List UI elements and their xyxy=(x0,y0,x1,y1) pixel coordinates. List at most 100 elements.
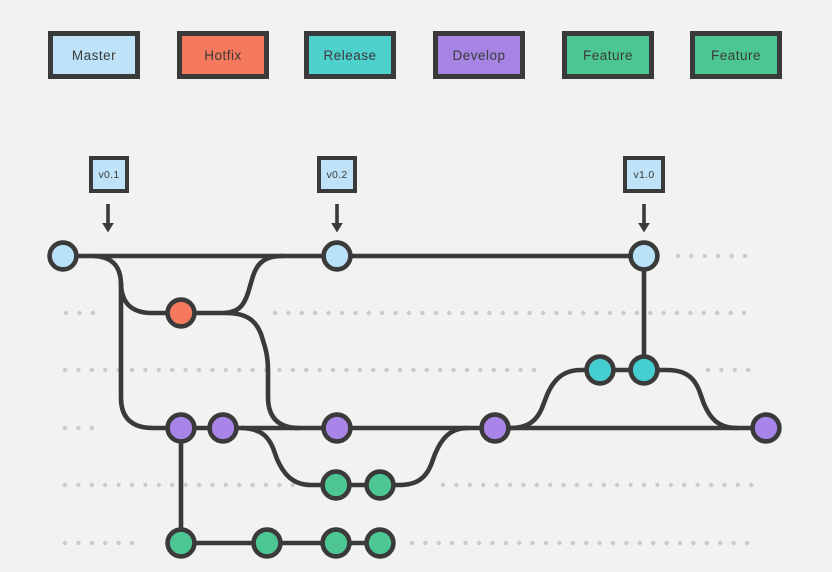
version-tag-label: v1.0 xyxy=(633,168,655,181)
lane-dot-feature-2 xyxy=(436,540,441,546)
lane-dot-hotfix xyxy=(621,310,626,316)
version-tag-v0.1: v0.1 xyxy=(89,156,129,193)
lane-dot-hotfix xyxy=(567,310,572,316)
lane-dot-feature-2 xyxy=(570,540,575,546)
lane-dot-feature-1 xyxy=(290,482,295,488)
lane-dot-feature-1 xyxy=(196,482,202,488)
lane-dot-feature-1 xyxy=(574,482,580,488)
lane-dot-feature-2 xyxy=(664,540,669,546)
lane-dot-hotfix xyxy=(473,310,479,316)
commit-node-develop xyxy=(321,412,353,444)
lane-dot-hotfix xyxy=(353,310,358,316)
lane-dot-release xyxy=(371,367,376,373)
lane-dot-release xyxy=(304,367,309,373)
lane-dot-release xyxy=(451,367,456,373)
lane-dot-feature-2 xyxy=(584,540,589,546)
lane-dot-release xyxy=(277,367,282,373)
version-tag-label: v0.2 xyxy=(326,168,348,181)
commit-node-develop xyxy=(750,412,782,444)
lane-dot-develop xyxy=(62,425,68,431)
merge-hotfix-to-develop xyxy=(223,310,302,431)
lane-dot-feature-2 xyxy=(463,540,468,546)
lane-dot-release xyxy=(746,367,751,373)
lane-dot-hotfix xyxy=(90,310,96,316)
lane-dot-release xyxy=(732,367,737,373)
lane-dot-release xyxy=(89,367,95,373)
legend-item-feature-1: Feature xyxy=(562,31,654,79)
lane-dot-feature-2 xyxy=(62,540,68,546)
lane-dot-release xyxy=(76,367,81,373)
lane-dot-develop xyxy=(89,425,95,431)
lane-dot-release xyxy=(196,367,202,373)
lane-dot-feature-1 xyxy=(223,482,228,488)
lane-dot-release xyxy=(250,367,255,373)
lane-dot-feature-2 xyxy=(490,540,495,546)
lane-dot-feature-2 xyxy=(597,540,602,546)
lane-dot-hotfix xyxy=(581,310,586,316)
tag-arrow-head xyxy=(102,223,114,233)
lane-dot-release xyxy=(129,367,135,373)
lane-dot-feature-1 xyxy=(454,482,459,488)
lane-dot-release xyxy=(518,367,523,373)
lane-dot-hotfix xyxy=(313,310,318,316)
lane-dot-hotfix xyxy=(420,310,425,316)
lane-dot-feature-1 xyxy=(494,482,499,488)
branch-master-to-develop xyxy=(91,253,769,431)
commit-node-master xyxy=(628,240,660,272)
lane-dot-hotfix xyxy=(393,310,398,316)
lane-dot-feature-2 xyxy=(116,540,121,546)
lane-dot-hotfix xyxy=(688,310,693,316)
legend-item-release: Release xyxy=(304,31,396,79)
feature-1-branch-and-merge xyxy=(239,425,471,488)
commit-node-feature xyxy=(165,527,197,559)
legend-item-hotfix: Hotfix xyxy=(177,31,269,79)
commit-node-feature xyxy=(320,469,352,501)
lane-dot-hotfix xyxy=(339,310,345,316)
lane-dot-master xyxy=(689,253,694,259)
lane-dot-feature-1 xyxy=(103,482,108,488)
lane-dot-hotfix xyxy=(500,310,505,316)
lane-dot-feature-1 xyxy=(62,482,68,488)
lane-dot-hotfix xyxy=(299,310,304,316)
lane-dot-feature-1 xyxy=(615,482,620,488)
lane-dot-hotfix xyxy=(433,310,438,316)
commit-node-develop xyxy=(207,412,239,444)
lane-dot-feature-2 xyxy=(450,540,455,546)
lane-dot-feature-2 xyxy=(129,540,135,546)
lane-dot-feature-1 xyxy=(521,482,526,488)
lane-dot-feature-1 xyxy=(722,482,727,488)
commit-node-feature xyxy=(320,527,352,559)
lane-dot-feature-1 xyxy=(143,482,148,488)
lane-dot-feature-1 xyxy=(89,482,95,488)
lane-dot-feature-1 xyxy=(116,482,121,488)
lane-dot-hotfix xyxy=(406,310,412,316)
lane-dot-feature-1 xyxy=(237,482,242,488)
lane-dot-release xyxy=(705,367,711,373)
lane-dot-feature-1 xyxy=(668,482,673,488)
lane-dot-release xyxy=(170,367,175,373)
legend-label: Master xyxy=(71,47,117,63)
lane-dot-feature-1 xyxy=(749,482,754,488)
legend-label: Hotfix xyxy=(204,47,242,63)
commit-node-master xyxy=(47,240,79,272)
lane-dot-hotfix xyxy=(286,310,291,316)
lane-dot-hotfix xyxy=(648,310,653,316)
lane-dot-hotfix xyxy=(741,310,747,316)
commit-node-develop xyxy=(165,412,197,444)
lane-dot-release xyxy=(330,367,336,373)
lane-dot-hotfix xyxy=(77,310,82,316)
lane-dot-release xyxy=(719,367,724,373)
lane-dot-hotfix xyxy=(540,310,546,316)
commit-node-feature xyxy=(364,527,396,559)
lane-dot-feature-2 xyxy=(557,540,562,546)
lane-dot-feature-1 xyxy=(210,482,215,488)
lane-dot-hotfix xyxy=(701,310,706,316)
lane-dot-feature-2 xyxy=(731,540,736,546)
lane-dot-feature-2 xyxy=(744,540,750,546)
lane-dot-hotfix xyxy=(715,310,720,316)
lane-dot-feature-2 xyxy=(651,540,656,546)
lane-dot-feature-1 xyxy=(708,482,714,488)
tag-arrow-head xyxy=(331,223,343,233)
lane-dot-feature-1 xyxy=(183,482,188,488)
